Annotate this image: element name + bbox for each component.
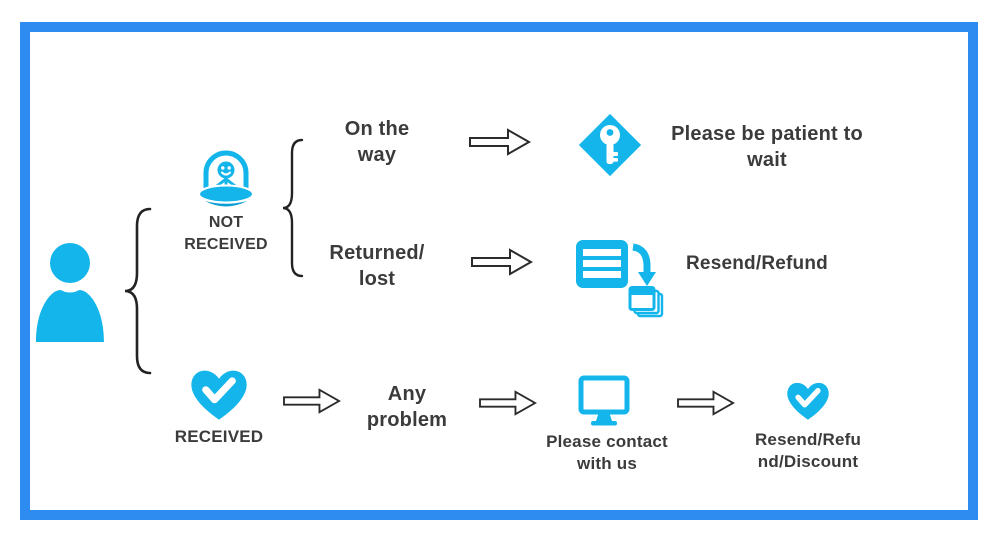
heart-check-icon [787,382,829,420]
branch-label-not-received: NOT RECEIVED [184,214,268,253]
monitor-icon [578,375,630,426]
contact-label: Please contact with us [546,432,668,474]
brace-customer [124,207,152,375]
result-label-resend-refund-discount: Resend/Refu nd/Discount [754,430,862,472]
branch-label-received: RECEIVED [174,427,264,446]
brace-not-received [282,138,304,278]
case-label-returned-lost: Returned/ lost [329,242,425,290]
border-frame [20,22,978,520]
arrow-right-icon [471,248,534,276]
resend-documents-icon [576,240,664,318]
result-label-be-patient: Please be patient to wait [671,123,863,171]
key-icon [578,113,642,177]
ufo-alien-icon [198,150,254,207]
arrow-right-icon [479,390,537,416]
case-label-any-problem: Any problem [366,383,448,431]
heart-check-icon [191,370,247,420]
case-label-on-the-way: On the way [344,118,410,166]
person-icon [36,243,104,342]
arrow-right-icon [469,128,532,156]
arrow-right-icon [677,390,735,416]
arrow-right-icon [283,388,341,414]
result-label-resend-refund: Resend/Refund [686,253,828,274]
